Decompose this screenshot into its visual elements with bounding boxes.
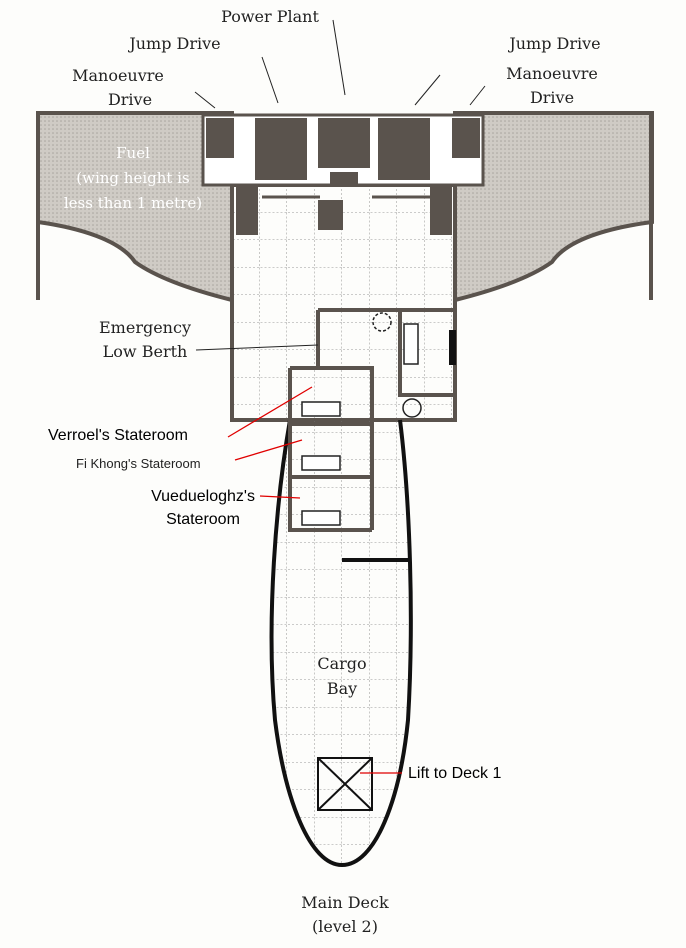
central-hull — [230, 183, 457, 422]
leader-lines — [194, 19, 486, 351]
label-fuel-2: (wing height is — [76, 169, 189, 187]
label-low-berth-1: Emergency — [99, 318, 191, 337]
deck-title-2: (level 2) — [312, 917, 378, 936]
deck-title-1: Main Deck — [301, 893, 389, 912]
label-manoeuvre-right-1: Manoeuvre — [506, 64, 598, 83]
fresher-icon — [402, 398, 422, 418]
label-low-berth-2: Low Berth — [103, 342, 188, 361]
cargo-fuselage — [269, 419, 413, 868]
fuel-tank-right — [453, 111, 654, 303]
label-manoeuvre-right-2: Drive — [530, 88, 574, 107]
label-lift: Lift to Deck 1 — [408, 765, 501, 782]
bunks — [301, 323, 419, 526]
label-jump-drive-right: Jump Drive — [507, 34, 600, 53]
low-berth-pod-icon — [372, 312, 392, 332]
label-jump-drive-left: Jump Drive — [127, 34, 220, 53]
label-vuedueloghz-2: Stateroom — [166, 511, 240, 528]
label-power-plant: Power Plant — [221, 7, 319, 26]
label-fuel-1: Fuel — [116, 144, 150, 162]
label-vuedueloghz-1: Vuedueloghz's — [151, 488, 255, 505]
label-cargo-2: Bay — [327, 679, 357, 698]
label-fi-khong-stateroom: Fi Khong's Stateroom — [76, 456, 201, 471]
fuel-tank-left — [36, 111, 234, 303]
engineering-section — [201, 113, 485, 235]
label-manoeuvre-left-1: Manoeuvre — [72, 66, 164, 85]
label-fuel-3: less than 1 metre) — [64, 194, 202, 212]
bulkhead-dark — [449, 330, 456, 365]
label-manoeuvre-left-2: Drive — [108, 90, 152, 109]
label-verroel-stateroom: Verroel's Stateroom — [48, 427, 188, 444]
lift-icon — [317, 757, 373, 811]
annotation-lines — [227, 386, 402, 774]
label-cargo-1: Cargo — [317, 654, 366, 673]
interior-walls — [288, 308, 455, 562]
